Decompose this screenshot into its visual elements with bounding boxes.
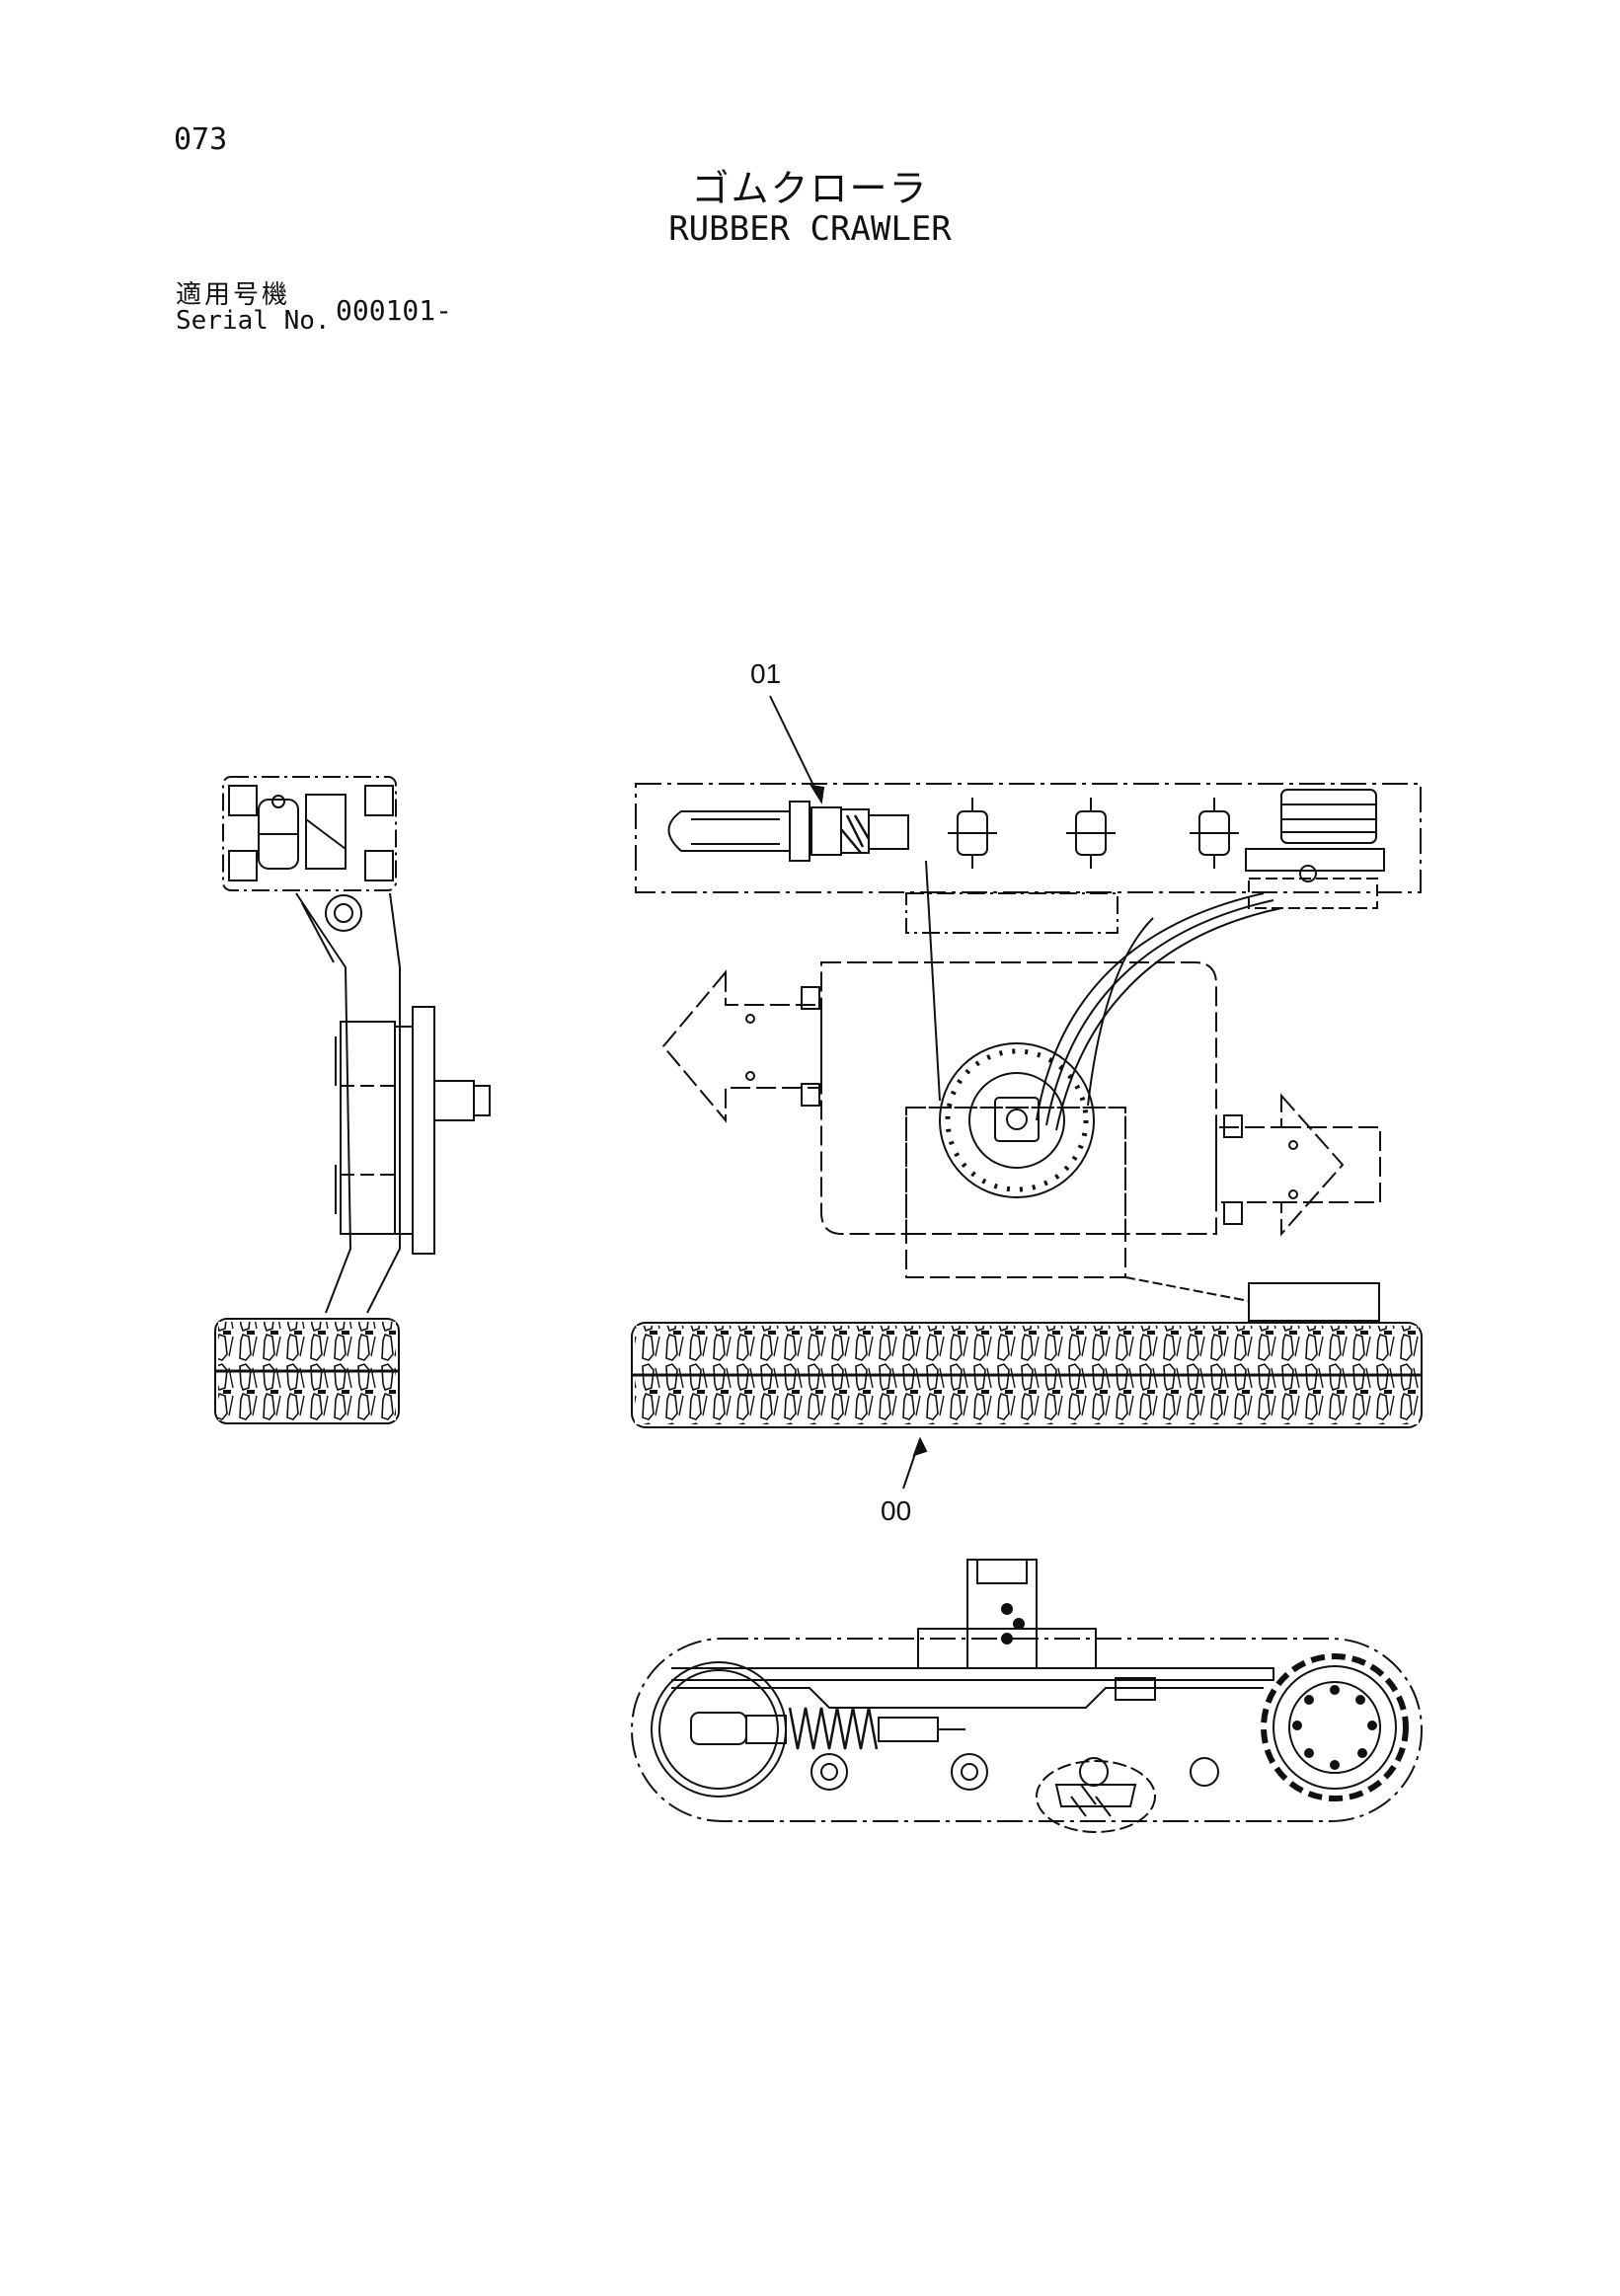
title-japanese: ゴムクローラ <box>691 167 929 210</box>
serial-label-japanese: 適用号機 <box>176 280 291 310</box>
track-roller <box>948 798 997 869</box>
callout-00: 00 <box>881 1495 911 1526</box>
callout-01: 01 <box>750 658 781 689</box>
callout-leaders <box>769 695 928 1490</box>
serial-label-english: Serial No. <box>176 306 331 336</box>
page-number: 073 <box>174 122 228 157</box>
track-roller <box>1190 798 1239 869</box>
track-roller <box>1066 798 1116 869</box>
serial-range: 000101- <box>336 294 453 327</box>
front-section-view <box>214 776 491 1424</box>
plan-view <box>631 783 1423 1428</box>
side-elevation-view <box>631 1559 1423 1833</box>
title-english: RUBBER CRAWLER <box>668 209 952 249</box>
